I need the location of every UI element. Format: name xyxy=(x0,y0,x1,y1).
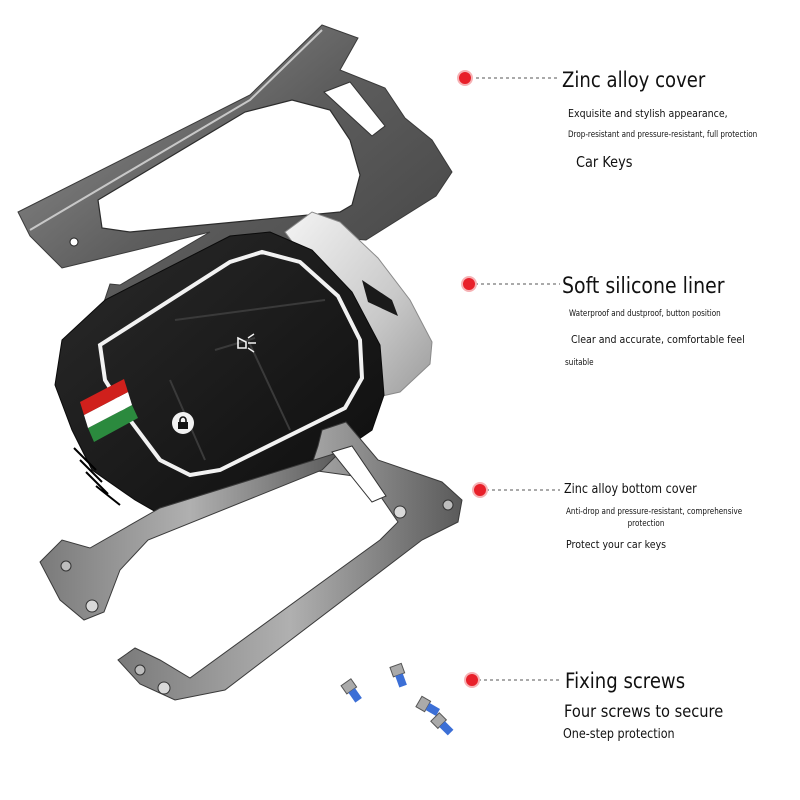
callout-line: suitable xyxy=(565,358,594,368)
screw xyxy=(415,695,440,716)
callout-line: Exquisite and stylish appearance, xyxy=(568,107,728,120)
callout-line: Waterproof and dustproof, button positio… xyxy=(569,309,721,319)
tricolor-flag xyxy=(80,379,138,442)
screw xyxy=(389,662,407,688)
callout-line: Four screws to secure xyxy=(564,702,724,722)
callout-title: Fixing screws xyxy=(565,669,686,693)
lock-icon xyxy=(172,412,194,434)
callout-markers xyxy=(457,70,560,688)
flashlight-icon xyxy=(232,332,258,354)
callout-title: Soft silicone liner xyxy=(562,274,725,299)
callout-line-text: protection xyxy=(627,519,665,529)
callout-line-text: Anti-drop and pressure-resistant, compre… xyxy=(566,507,743,517)
key-fob xyxy=(54,211,433,521)
callout-line: Drop-resistant and pressure-resistant, f… xyxy=(568,130,758,140)
bottom-cover xyxy=(39,421,463,701)
screw xyxy=(430,712,454,736)
callout-title: Zinc alloy cover xyxy=(562,68,706,92)
screw xyxy=(340,678,362,703)
callout-title: Zinc alloy bottom cover xyxy=(564,482,697,497)
top-cover xyxy=(17,24,453,377)
callout-dot xyxy=(457,70,473,86)
callout-line: Clear and accurate, comfortable feel xyxy=(571,333,745,346)
callout-dot xyxy=(472,482,488,498)
callout-dot xyxy=(464,672,480,688)
callout-line: One-step protection xyxy=(563,727,675,742)
callout-line: Car Keys xyxy=(576,153,633,171)
callout-dot xyxy=(461,276,477,292)
callout-line: Protect your car keys xyxy=(566,538,667,551)
callout-line: Anti-drop and pressure-resistant, compre… xyxy=(566,506,743,530)
fixing-screws xyxy=(340,662,454,736)
